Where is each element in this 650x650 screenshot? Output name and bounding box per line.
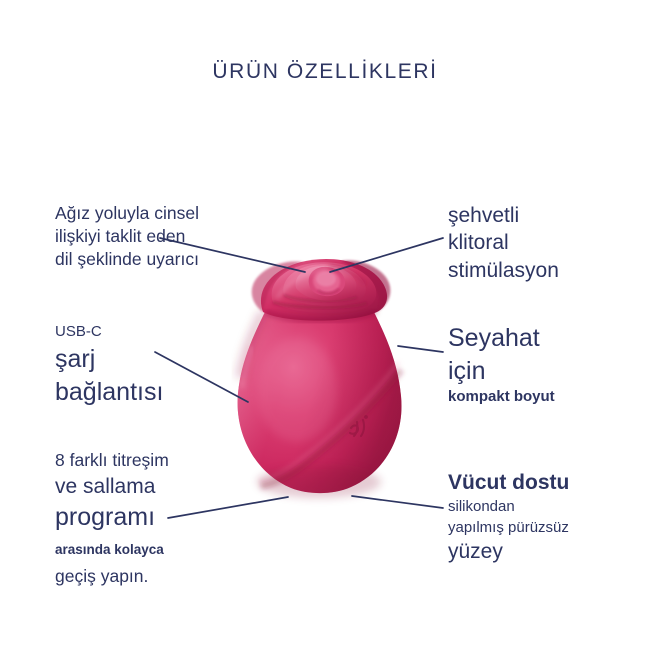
- callout-line: bağlantısı: [55, 378, 164, 406]
- clitoral-stimulation-callout: şehvetli klitoral stimülasyon: [448, 202, 559, 284]
- callout-line: geçiş yapın.: [55, 566, 149, 587]
- vibration-programs-callout: 8 farklı titreşim ve sallama programı ar…: [55, 448, 169, 588]
- body-safe-silicone-callout: Vücut dostu silikondan yapılmış pürüzsüz…: [448, 468, 569, 566]
- callout-line: programı: [55, 503, 156, 532]
- callout-line: şehvetli: [448, 204, 520, 227]
- callout-line: yapılmış pürüzsüz: [448, 518, 569, 536]
- tongue-stimulator-callout: Ağız yoluyla cinsel ilişkiyi taklit eden…: [55, 202, 199, 270]
- callout-line: Seyahat: [448, 324, 540, 352]
- callout-line: ilişkiyi taklit eden: [55, 225, 186, 246]
- callout-line: Vücut dostu: [448, 471, 570, 494]
- page-title: ÜRÜN ÖZELLİKLERİ: [212, 60, 438, 83]
- callout-line: dil şeklinde uyarıcı: [55, 248, 199, 269]
- callout-line: kompakt boyut: [448, 388, 555, 405]
- callout-line: için: [448, 356, 486, 385]
- travel-size-callout: Seyahat için kompakt boyut: [448, 322, 555, 407]
- brand-logo-mark: [348, 415, 368, 438]
- usb-c-charging-callout: USB-C şarj bağlantısı: [55, 322, 163, 409]
- product-petals: [251, 258, 391, 324]
- callout-line: yüzey: [448, 540, 503, 564]
- callout-line: şarj: [55, 344, 96, 373]
- callout-line: stimülasyon: [448, 258, 559, 282]
- callout-line: Ağız yoluyla cinsel: [55, 203, 199, 223]
- product-illustration: [205, 250, 430, 515]
- callout-line: arasında kolayca: [55, 541, 164, 557]
- callout-line: silikondan: [448, 498, 515, 516]
- callout-line: ve sallama: [55, 474, 156, 498]
- callout-line: klitoral: [448, 231, 509, 255]
- callout-line: USB-C: [55, 323, 102, 340]
- callout-line: 8 farklı titreşim: [55, 450, 169, 470]
- product-body: [235, 308, 404, 498]
